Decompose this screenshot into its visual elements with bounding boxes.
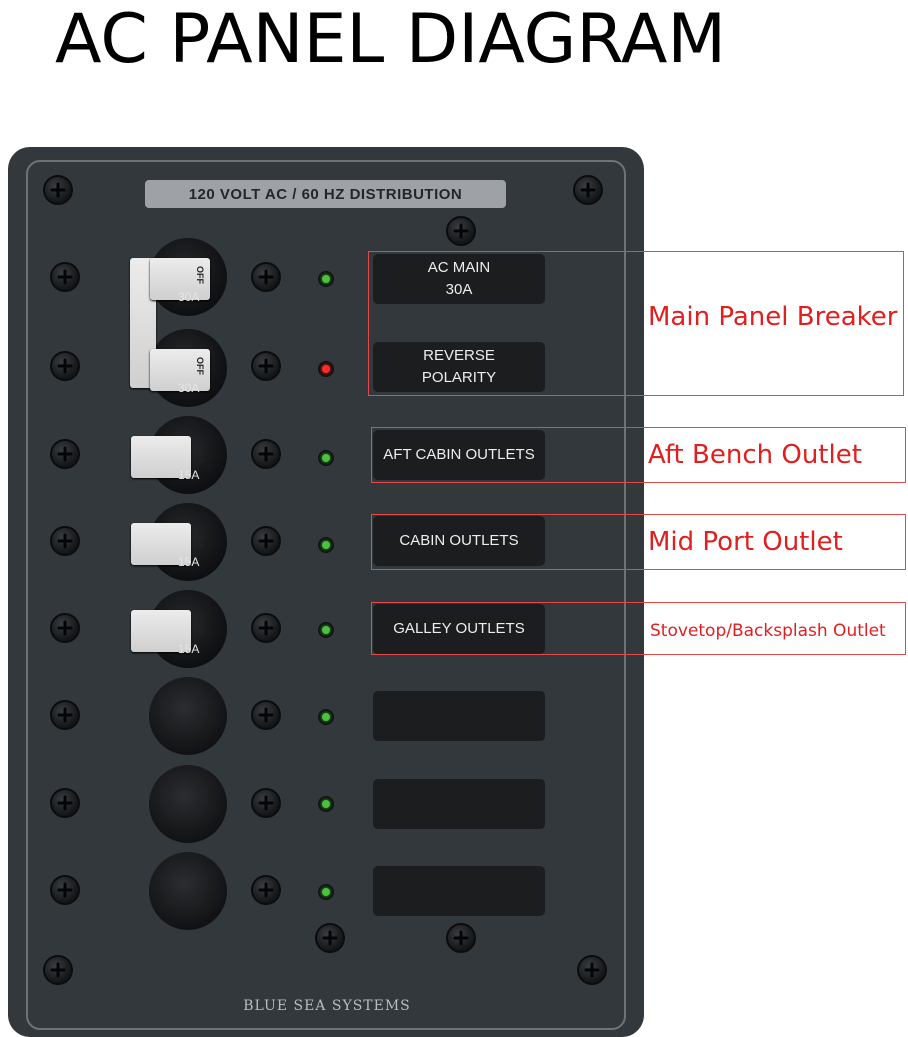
screw-icon-row7-right <box>251 788 281 818</box>
screw-icon-row6-left <box>50 700 80 730</box>
led-light-3 <box>322 454 330 462</box>
circuit-label-2: REVERSE POLARITY <box>373 342 545 392</box>
screw-icon-row5-right <box>251 613 281 643</box>
indicator-led-8 <box>318 884 334 900</box>
screw-icon-bottom-right-inner <box>446 923 476 953</box>
circuit-label-5-line-1: GALLEY OUTLETS <box>393 620 525 638</box>
blank-breaker-knob-6 <box>149 677 227 755</box>
page-title: AC PANEL DIAGRAM <box>55 0 727 79</box>
screw-icon-row5-left <box>50 613 80 643</box>
screw-icon-row3-right <box>251 439 281 469</box>
callout-box-mid-port <box>371 514 906 570</box>
circuit-label-1: AC MAIN 30A <box>373 254 545 304</box>
callout-text-main-breaker: Main Panel Breaker <box>648 302 898 332</box>
indicator-led-6 <box>318 709 334 725</box>
callout-box-main-breaker <box>368 251 904 396</box>
panel-header-plate: 120 VOLT AC / 60 HZ DISTRIBUTION <box>145 180 506 208</box>
circuit-label-1-line-1: AC MAIN <box>427 259 491 277</box>
screw-icon-row7-left <box>50 788 80 818</box>
blank-breaker-knob-7 <box>149 765 227 843</box>
screw-icon-corner-2 <box>573 175 603 205</box>
screw-icon-row8-right <box>251 875 281 905</box>
breaker-switch-5[interactable] <box>131 610 191 652</box>
blank-breaker-knob-8 <box>149 852 227 930</box>
circuit-label-1-line-2: 30A <box>445 281 473 298</box>
circuit-label-8-blank <box>373 866 545 916</box>
screw-icon-row6-right <box>251 700 281 730</box>
circuit-label-3-line-1: AFT CABIN OUTLETS <box>383 446 535 464</box>
led-light-8 <box>322 888 330 896</box>
indicator-led-5 <box>318 622 334 638</box>
led-light-2 <box>322 365 330 373</box>
breaker-rating-2: 30A <box>178 381 200 395</box>
circuit-label-4-line-1: CABIN OUTLETS <box>399 532 519 550</box>
screw-icon-bottom-left-inner <box>315 923 345 953</box>
indicator-led-3 <box>318 450 334 466</box>
breaker-switch-3[interactable] <box>131 436 191 478</box>
indicator-led-2 <box>318 361 334 377</box>
screw-icon-row1-right <box>251 262 281 292</box>
breaker-switch-3-state: OFF <box>195 444 205 462</box>
brand-logo-text: BLUE SEA SYSTEMS <box>222 996 432 1016</box>
circuit-label-6-blank <box>373 691 545 741</box>
screw-icon-row8-left <box>50 875 80 905</box>
screw-icon-corner-3 <box>43 955 73 985</box>
callout-text-aft-bench: Aft Bench Outlet <box>648 440 862 470</box>
indicator-led-7 <box>318 796 334 812</box>
breaker-switch-2-state: OFF <box>195 357 205 375</box>
breaker-rating-4: 15A <box>178 555 200 569</box>
screw-icon-row4-left <box>50 526 80 556</box>
breaker-switch-4-state: OFF <box>195 531 205 549</box>
screw-icon-row2-right <box>251 351 281 381</box>
screw-icon-row4-right <box>251 526 281 556</box>
circuit-label-7-blank <box>373 779 545 829</box>
screw-icon-row2-left <box>50 351 80 381</box>
screw-icon-corner-1 <box>43 175 73 205</box>
led-light-1 <box>322 275 330 283</box>
callout-text-stovetop: Stovetop/Backsplash Outlet <box>650 621 886 641</box>
screw-icon-row1-left <box>50 262 80 292</box>
breaker-switch-5-state: OFF <box>195 618 205 636</box>
circuit-label-3: AFT CABIN OUTLETS <box>373 430 545 480</box>
indicator-led-4 <box>318 537 334 553</box>
screw-icon-row3-left <box>50 439 80 469</box>
breaker-switch-2[interactable] <box>150 349 210 391</box>
circuit-label-2-line-1: REVERSE <box>423 347 495 365</box>
breaker-switch-4[interactable] <box>131 523 191 565</box>
callout-text-mid-port: Mid Port Outlet <box>648 527 843 557</box>
breaker-switch-1[interactable] <box>150 258 210 300</box>
breaker-rating-5: 15A <box>178 642 200 656</box>
breaker-rating-1: 30A <box>178 290 200 304</box>
breaker-rating-3: 15A <box>178 468 200 482</box>
screw-icon-top-center <box>446 216 476 246</box>
callout-box-aft-bench <box>371 427 906 483</box>
led-light-5 <box>322 626 330 634</box>
callout-box-stovetop <box>371 602 906 655</box>
circuit-label-5: GALLEY OUTLETS <box>373 604 545 654</box>
indicator-led-1 <box>318 271 334 287</box>
breaker-switch-1-state: OFF <box>195 266 205 284</box>
led-light-4 <box>322 541 330 549</box>
led-light-7 <box>322 800 330 808</box>
circuit-label-4: CABIN OUTLETS <box>373 516 545 566</box>
circuit-label-2-line-2: POLARITY <box>421 369 497 386</box>
led-light-6 <box>322 713 330 721</box>
screw-icon-corner-4 <box>577 955 607 985</box>
